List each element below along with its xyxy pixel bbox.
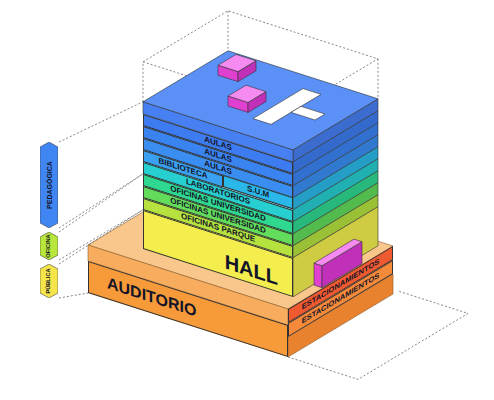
leader-line — [59, 210, 143, 260]
tag-outline — [40, 264, 58, 298]
tag-outline — [40, 142, 58, 228]
stair-box — [314, 239, 362, 266]
roof-void — [291, 106, 325, 120]
tag-outline — [40, 232, 58, 260]
roof-box — [228, 85, 266, 102]
stair-box — [314, 263, 322, 288]
leader-line — [59, 174, 143, 232]
category-tag: PEDAGÓGICA — [40, 142, 58, 228]
leader-line — [59, 293, 88, 298]
leader-line — [59, 102, 143, 142]
category-tag: PÚBLICA — [40, 264, 58, 298]
tag-label: PEDAGÓGICA — [46, 161, 53, 209]
leader-line — [59, 174, 143, 228]
roof-box — [218, 54, 256, 71]
leader-line — [59, 210, 143, 264]
category-tag: OFICINA — [40, 232, 58, 260]
tag-label: OFICINA — [46, 234, 52, 257]
tag-label: PÚBLICA — [46, 268, 52, 293]
ghost-volume — [378, 59, 379, 99]
ghost-volume — [228, 11, 229, 51]
